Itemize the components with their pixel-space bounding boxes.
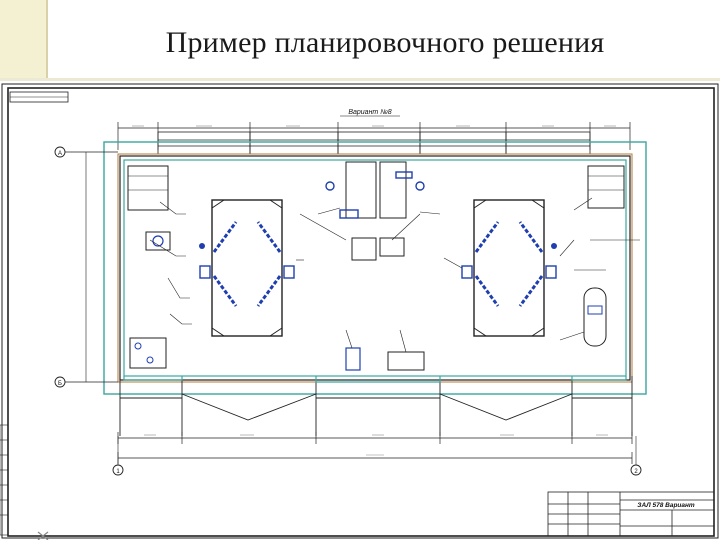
- axis-label-a: А: [58, 151, 62, 157]
- inner-frame: [7, 87, 715, 537]
- axis-bubble-b: [54, 376, 66, 388]
- axis-bubble-1: [112, 464, 124, 476]
- cabinet-right-top: [587, 165, 625, 209]
- left-edge-stamps: [0, 424, 9, 536]
- slide-title: Пример планировочного решения: [165, 26, 605, 59]
- drawing-title: Вариант №8: [348, 109, 391, 116]
- slide-header: Пример планировочного решения: [0, 0, 720, 81]
- vehicle-bay-right: [473, 199, 545, 337]
- axis-bubble-a: [54, 146, 66, 158]
- vehicle-bay-left: [211, 199, 283, 337]
- top-windows: [157, 131, 591, 155]
- title-block-code: ЗАЛ 578 Вариант: [637, 502, 695, 509]
- accent-block: [0, 0, 46, 78]
- center-box-right: [379, 237, 405, 257]
- brown-wall-line: [117, 153, 633, 383]
- sheet-frame: [1, 83, 719, 539]
- cabinet-left-top: [127, 165, 169, 211]
- floor-plan-svg: Вариант №8 А Б: [0, 83, 719, 541]
- axis-label-2: 2: [634, 469, 638, 475]
- axis-marks-bottom: 1 2: [112, 436, 642, 476]
- center-cabinet-right: [379, 161, 407, 219]
- leader-lines: [149, 197, 640, 353]
- center-box-left: [351, 237, 377, 261]
- center-workbench: [387, 351, 425, 371]
- bottom-dimension-lines: [117, 432, 633, 464]
- stand-unit: [345, 347, 361, 371]
- air-receiver: [583, 287, 607, 347]
- accent-line: [46, 0, 48, 78]
- cross-mark: [37, 531, 49, 541]
- workbench-left: [129, 337, 167, 369]
- bottom-gates: [119, 376, 633, 436]
- axis-label-b: Б: [58, 381, 62, 387]
- pump-unit: [145, 231, 171, 251]
- wall-outline: [119, 155, 631, 381]
- inner-wall-line: [123, 159, 627, 377]
- axis-label-1: 1: [116, 469, 120, 475]
- axis-bubble-2: [630, 464, 642, 476]
- center-cabinet-left: [345, 161, 377, 219]
- axis-marks-left: А Б: [54, 146, 118, 388]
- title-block: [547, 491, 715, 537]
- outer-wall-line: [103, 141, 647, 395]
- title-rule: [0, 78, 720, 81]
- floor-plan-drawing: Вариант №8 А Б: [0, 80, 720, 541]
